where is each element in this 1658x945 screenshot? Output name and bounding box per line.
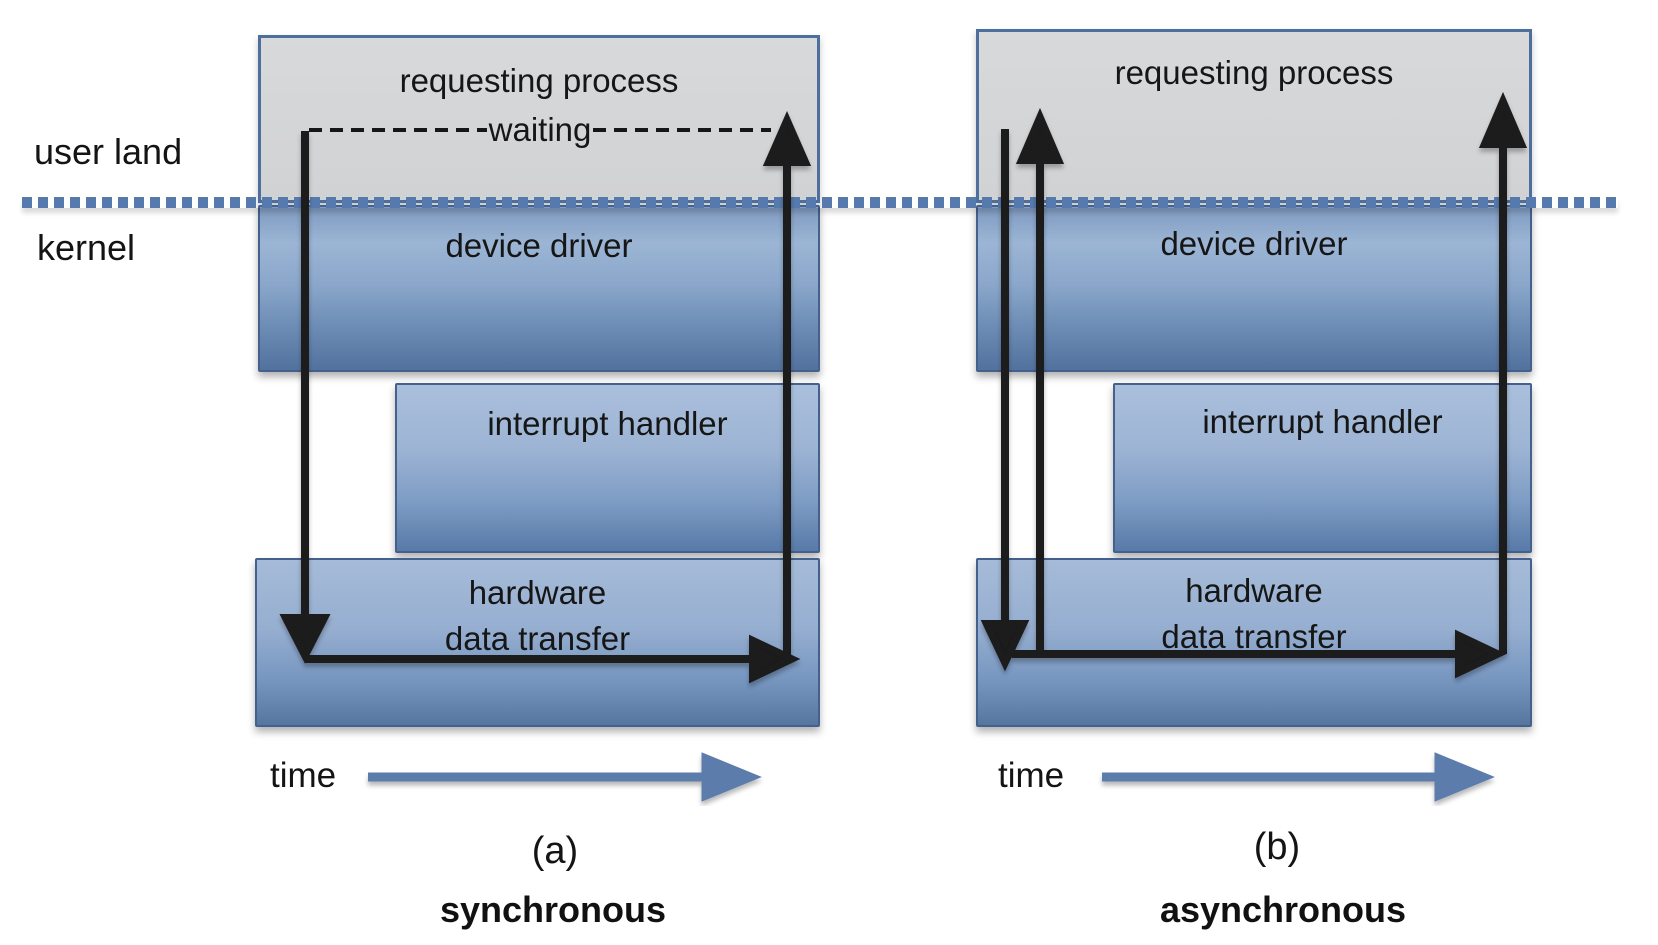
panel-a-hardware-label-line1: hardware bbox=[468, 574, 607, 611]
waiting-dash-right bbox=[593, 128, 772, 132]
panel-b-hardware-box: hardware data transfer bbox=[976, 558, 1532, 727]
kernel-label: kernel bbox=[37, 227, 136, 268]
panel-b-time-label: time bbox=[998, 756, 1065, 795]
panel-a-caption-mode: synchronous bbox=[439, 889, 667, 930]
panel-a-hardware-label-line2: data transfer bbox=[444, 620, 631, 657]
panel-b-interrupt-handler-label: interrupt handler bbox=[1202, 403, 1443, 440]
panel-b-caption-mode: asynchronous bbox=[1159, 889, 1407, 930]
panel-b-hardware-label-line2: data transfer bbox=[1161, 618, 1347, 655]
panel-a-waiting-label: waiting bbox=[488, 111, 592, 148]
panel-a-caption-letter: (a) bbox=[531, 830, 579, 872]
panel-a-interrupt-handler-label: interrupt handler bbox=[487, 405, 728, 442]
panel-b-hardware-label-line1: hardware bbox=[1185, 572, 1323, 609]
panel-b-interrupt-handler-box: interrupt handler bbox=[1113, 383, 1532, 553]
panel-b-device-driver-label: device driver bbox=[1160, 225, 1348, 262]
panel-b-requesting-process-label: requesting process bbox=[1114, 54, 1394, 91]
panel-b-time-arrowhead-icon bbox=[1434, 752, 1495, 802]
panel-a-device-driver-box: device driver bbox=[258, 205, 820, 372]
panel-a-device-driver-label: device driver bbox=[445, 227, 633, 264]
panel-a-time-label: time bbox=[270, 756, 337, 795]
userland-kernel-separator-dotted-line bbox=[22, 197, 1618, 208]
panel-a-hardware-box: hardware data transfer bbox=[255, 558, 820, 727]
panel-b-device-driver-box: device driver bbox=[976, 205, 1532, 372]
waiting-dash-left bbox=[309, 128, 487, 132]
panel-b-caption-letter: (b) bbox=[1253, 826, 1301, 868]
panel-a-time-arrowhead-icon bbox=[701, 752, 762, 802]
panel-a-waiting-line: waiting bbox=[307, 111, 773, 148]
panel-a-interrupt-handler-box: interrupt handler bbox=[395, 383, 820, 553]
panel-a-requesting-process-label: requesting process bbox=[399, 62, 679, 99]
panel-b-requesting-process-box: requesting process bbox=[976, 29, 1532, 203]
panel-a-requesting-process-box: requesting process bbox=[258, 35, 820, 203]
user-land-label: user land bbox=[34, 131, 183, 172]
